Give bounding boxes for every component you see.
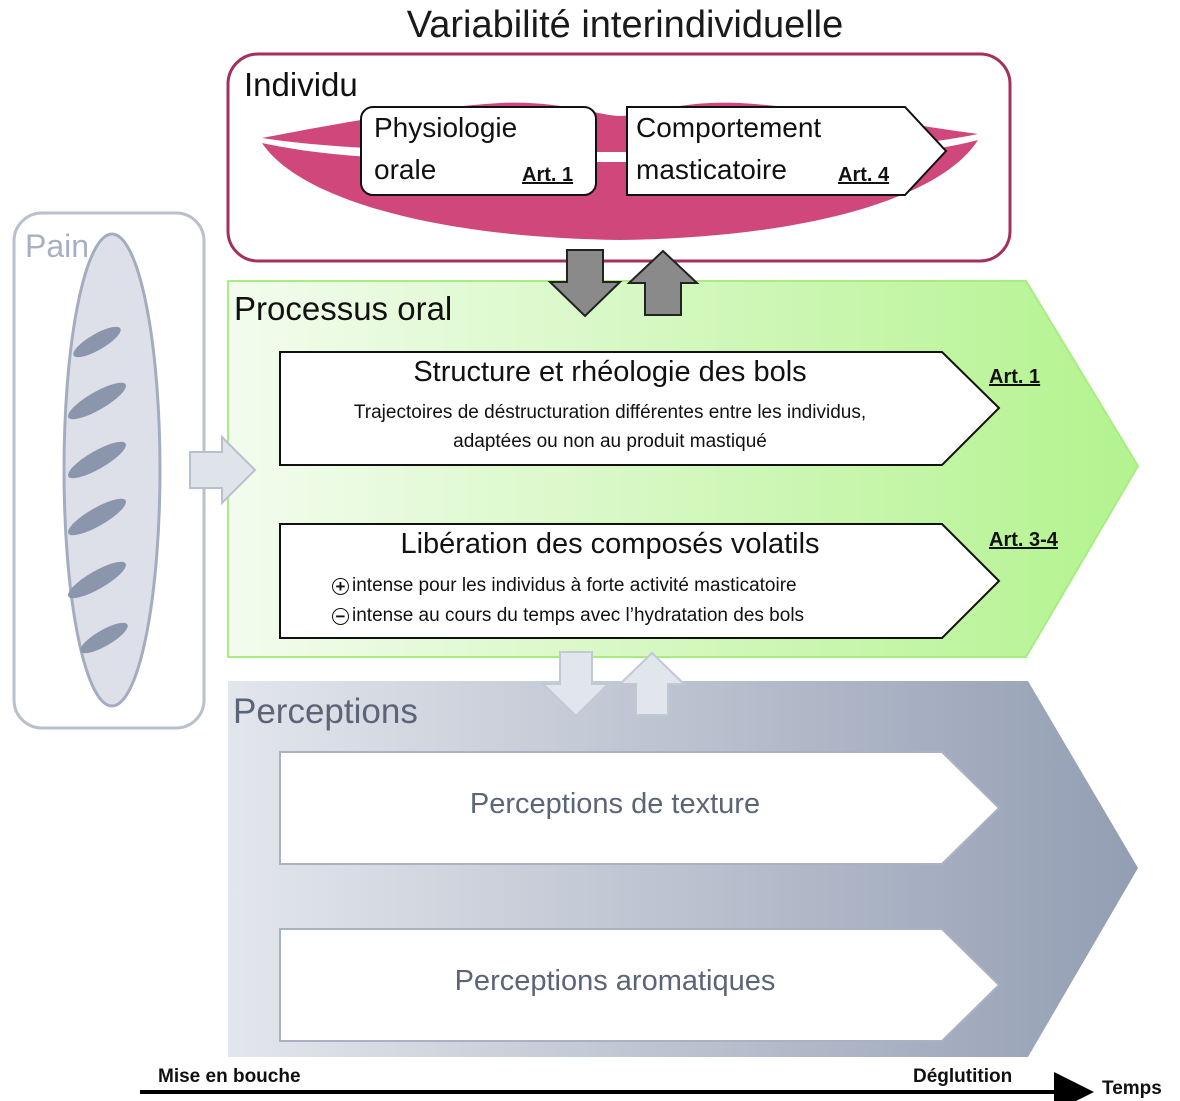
aromatiques-box: [279, 928, 1001, 1042]
timeline-start-label: Mise en bouche: [158, 1066, 301, 1087]
physiologie-line1: Physiologie: [374, 112, 518, 143]
timeline-end-label: Déglutition: [913, 1066, 1013, 1087]
physiologie-line2: orale: [374, 154, 437, 185]
comportement-line2: masticatoire: [636, 154, 787, 185]
perceptions-up-arrow: [617, 651, 687, 716]
structure-ref: Art. 1: [989, 366, 1041, 388]
liberation-line1: intense pour les individus à forte activ…: [352, 575, 797, 596]
liberation-line1-row: +intense pour les individus à forte acti…: [332, 571, 797, 600]
liberation-line2: intense au cours du temps avec l’hydrata…: [352, 605, 805, 626]
comportement-ref: Art. 4: [838, 164, 890, 186]
individu-heading: Individu: [244, 66, 358, 103]
perceptions-heading: Perceptions: [233, 692, 418, 731]
structure-line1: Trajectoires de déstructuration différen…: [353, 402, 867, 423]
pain-heading: Pain: [25, 228, 90, 264]
minus-icon: −: [332, 608, 349, 625]
processus-heading: Processus oral: [234, 290, 453, 327]
processus-down-arrow: [540, 651, 611, 718]
structure-title: Structure et rhéologie des bols: [413, 356, 807, 388]
physiologie-box: [360, 106, 597, 196]
texture-label: Perceptions de texture: [469, 788, 761, 820]
baguette-scores: [68, 326, 128, 654]
page-title: Variabilité interindividuelle: [406, 4, 844, 46]
liberation-title: Libération des composés volatils: [400, 528, 820, 560]
liberation-line2-row: −intense au cours du temps avec l’hydrat…: [332, 601, 804, 630]
timeline-axis-label: Temps: [1102, 1078, 1162, 1099]
pain-to-processus-arrow: [189, 434, 257, 506]
liberation-box: [279, 523, 1001, 639]
comportement-box: [626, 106, 948, 196]
structure-line2: adaptées ou non au produit mastiqué: [453, 431, 767, 452]
liberation-ref: Art. 3-4: [989, 529, 1058, 551]
aromatiques-label: Perceptions aromatiques: [454, 965, 776, 997]
texture-box: [279, 751, 1001, 865]
physiologie-ref: Art. 1: [522, 164, 574, 186]
processus-up-arrow: [626, 249, 700, 316]
structure-box: [279, 351, 1001, 466]
individu-down-arrow: [547, 249, 623, 318]
comportement-line1: Comportement: [636, 112, 822, 143]
plus-icon: +: [332, 578, 349, 595]
